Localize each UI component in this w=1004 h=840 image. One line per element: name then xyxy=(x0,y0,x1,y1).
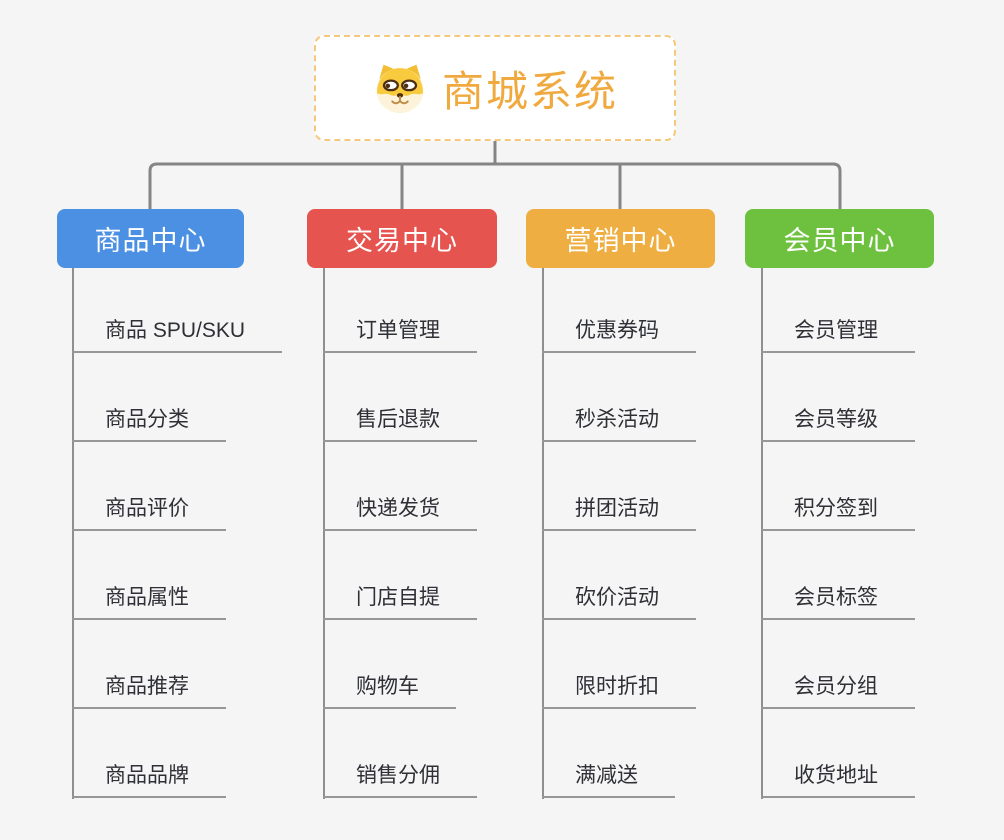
leaf-node[interactable]: 会员等级 xyxy=(761,398,915,442)
leaf-node[interactable]: 商品评价 xyxy=(72,487,226,531)
leaf-node[interactable]: 限时折扣 xyxy=(542,665,696,709)
leaf-node[interactable]: 订单管理 xyxy=(323,309,477,353)
branch-node-marketing-center[interactable]: 营销中心 xyxy=(526,209,715,268)
leaf-node[interactable]: 满减送 xyxy=(542,754,675,798)
leaf-node[interactable]: 会员分组 xyxy=(761,665,915,709)
leaf-node[interactable]: 秒杀活动 xyxy=(542,398,696,442)
leaf-node[interactable]: 商品品牌 xyxy=(72,754,226,798)
branch-node-goods-center[interactable]: 商品中心 xyxy=(57,209,244,268)
leaf-node[interactable]: 售后退款 xyxy=(323,398,477,442)
leaf-node[interactable]: 商品属性 xyxy=(72,576,226,620)
leaf-node[interactable]: 门店自提 xyxy=(323,576,477,620)
leaf-node[interactable]: 会员管理 xyxy=(761,309,915,353)
shiba-dog-icon xyxy=(372,62,428,114)
root-title: 商城系统 xyxy=(441,67,618,115)
leaf-node[interactable]: 商品分类 xyxy=(72,398,226,442)
leaf-node[interactable]: 销售分佣 xyxy=(323,754,477,798)
leaf-node[interactable]: 商品推荐 xyxy=(72,665,226,709)
branch-node-member-center[interactable]: 会员中心 xyxy=(745,209,934,268)
leaf-node[interactable]: 优惠券码 xyxy=(542,309,696,353)
leaf-node[interactable]: 收货地址 xyxy=(761,754,915,798)
branch-node-trade-center[interactable]: 交易中心 xyxy=(307,209,497,268)
bus-line xyxy=(148,162,842,210)
trunk-line-trade-center xyxy=(323,268,325,799)
trunk-line-marketing-center xyxy=(542,268,544,799)
leaf-node[interactable]: 会员标签 xyxy=(761,576,915,620)
leaf-node[interactable]: 商品 SPU/SKU xyxy=(72,309,283,353)
trunk-line-member-center xyxy=(761,268,763,799)
trunk-line-goods-center xyxy=(72,268,74,799)
leaf-node[interactable]: 快递发货 xyxy=(323,487,477,531)
leaf-node[interactable]: 积分签到 xyxy=(761,487,915,531)
leaf-node[interactable]: 拼团活动 xyxy=(542,487,696,531)
leaf-node[interactable]: 购物车 xyxy=(323,665,456,709)
root-node[interactable]: 商城系统 xyxy=(314,35,676,141)
leaf-node[interactable]: 砍价活动 xyxy=(542,576,696,620)
